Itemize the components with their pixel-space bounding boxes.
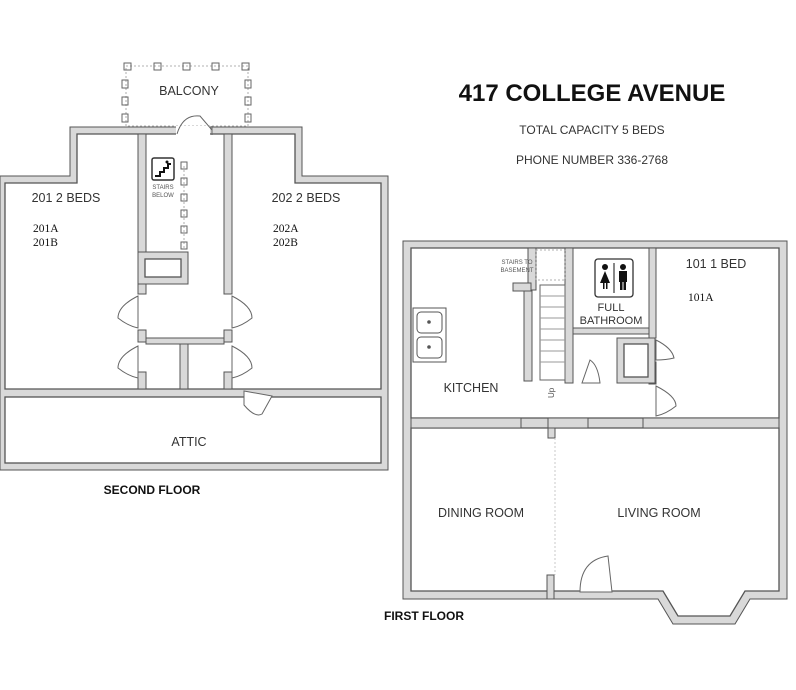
stairs-basement-line1: STAIRS TO bbox=[501, 260, 532, 266]
stairs-basement-line2: BASEMENT bbox=[500, 268, 533, 274]
bathroom-label-line2: BATHROOM bbox=[580, 315, 643, 327]
balcony-door[interactable] bbox=[176, 115, 213, 135]
second-floor-plan: BALCONY ATTIC bbox=[0, 62, 389, 497]
room-201-label: 201 2 BEDS bbox=[32, 191, 101, 205]
stairs-below-markers bbox=[180, 161, 188, 250]
attic-room bbox=[4, 396, 382, 464]
room-202-bed-a: 202A bbox=[273, 223, 299, 235]
living-room-label: LIVING ROOM bbox=[617, 506, 700, 520]
first-floor-door-swings[interactable] bbox=[579, 339, 677, 593]
room-202-label: 202 2 BEDS bbox=[272, 191, 341, 205]
first-floor-caption: FIRST FLOOR bbox=[384, 609, 464, 623]
phone-number: PHONE NUMBER 336-2768 bbox=[516, 153, 668, 167]
double-sink-icon bbox=[412, 307, 447, 363]
door-swing-icon[interactable] bbox=[117, 295, 273, 416]
restroom-icon bbox=[594, 258, 634, 298]
stairs-below-line2: BELOW bbox=[152, 193, 174, 199]
room-201-bed-b: 201B bbox=[33, 237, 58, 249]
room-101-bed-a: 101A bbox=[688, 292, 714, 304]
stairs-up-label: Up bbox=[547, 387, 556, 398]
bathroom-label-line1: FULL bbox=[598, 302, 625, 314]
stairs-icon bbox=[151, 157, 175, 181]
first-floor-plan: STAIRS TO BASEMENT Up KITCHEN FULL BATHR… bbox=[384, 240, 788, 625]
room-202-bed-b: 202B bbox=[273, 237, 298, 249]
total-capacity: TOTAL CAPACITY 5 BEDS bbox=[519, 123, 664, 137]
balcony-label: BALCONY bbox=[159, 84, 219, 98]
stairs-below-line1: STAIRS bbox=[152, 185, 173, 191]
kitchen-label: KITCHEN bbox=[444, 381, 499, 395]
room-201-bed-a: 201A bbox=[33, 223, 59, 235]
basement-stairs bbox=[512, 249, 566, 382]
second-floor-caption: SECOND FLOOR bbox=[104, 483, 201, 497]
balcony-railing bbox=[121, 62, 252, 127]
building-title: 417 COLLEGE AVENUE bbox=[459, 80, 726, 107]
attic-label: ATTIC bbox=[171, 435, 206, 449]
room-101-label: 101 1 BED bbox=[686, 257, 746, 271]
dining-room-label: DINING ROOM bbox=[438, 506, 524, 520]
